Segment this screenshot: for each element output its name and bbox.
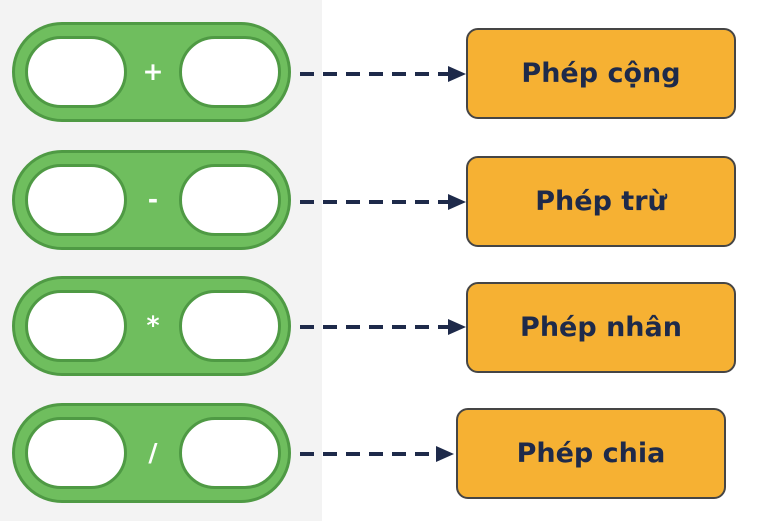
operator-symbol: /: [148, 438, 158, 467]
operator-symbol: *: [146, 311, 160, 340]
operator-symbol: +: [142, 57, 164, 86]
division-label: Phép chia: [456, 408, 726, 499]
multiplication-label: Phép nhân: [466, 282, 736, 373]
right-operand-slot: [179, 36, 281, 108]
arrow-head-division: [436, 446, 454, 462]
right-operand-slot: [179, 290, 281, 362]
operator-blocks-panel: + - * /: [0, 0, 322, 521]
left-operand-slot: [25, 164, 127, 236]
left-operand-slot: [25, 290, 127, 362]
addition-operator-block: +: [12, 22, 291, 122]
division-operator-block: /: [12, 403, 291, 503]
left-operand-slot: [25, 417, 127, 489]
arrow-head-subtraction: [448, 194, 466, 210]
multiplication-operator-block: *: [12, 276, 291, 376]
arrow-head-addition: [448, 66, 466, 82]
addition-label: Phép cộng: [466, 28, 736, 119]
subtraction-operator-block: -: [12, 150, 291, 250]
right-operand-slot: [179, 164, 281, 236]
right-operand-slot: [179, 417, 281, 489]
left-operand-slot: [25, 36, 127, 108]
subtraction-label: Phép trừ: [466, 156, 736, 247]
arrow-head-multiplication: [448, 319, 466, 335]
operator-symbol: -: [147, 185, 159, 214]
